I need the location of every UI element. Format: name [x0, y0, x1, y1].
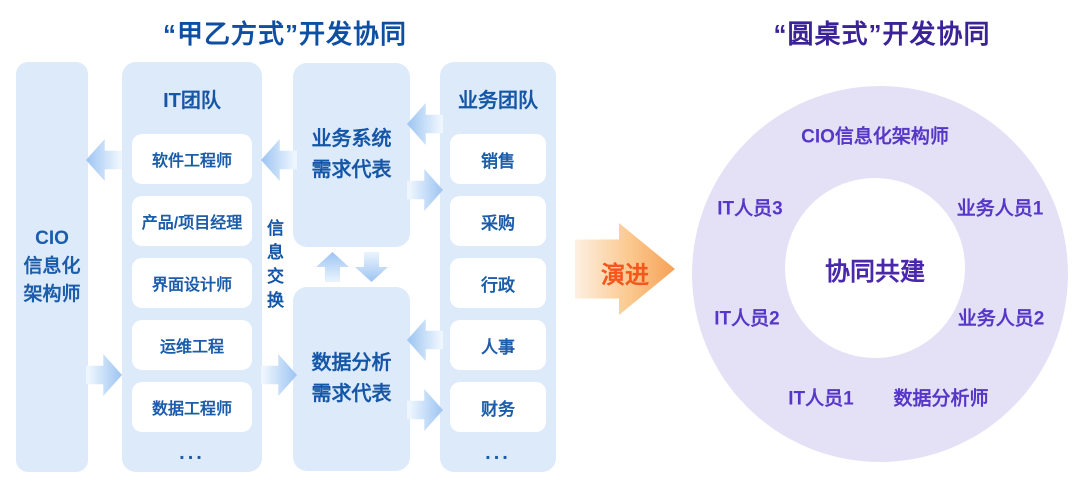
cio-line: CIO	[35, 228, 69, 249]
flow-arrow-left-icon	[407, 103, 443, 145]
it-team-ellipsis: ...	[179, 442, 205, 464]
role-label-data-analyst: 数据分析师	[893, 388, 989, 410]
rep-line: 需求代表	[311, 159, 392, 181]
left-diagram-title: “甲乙方式”开发协同	[162, 19, 408, 49]
role-label-biz-person-2: 业务人员2	[957, 308, 1045, 330]
business-team-ellipsis: ...	[485, 442, 511, 464]
role-label-it-person-1: IT人员1	[788, 388, 854, 410]
business-team-header: 业务团队	[458, 90, 538, 112]
it-member-box: 数据工程师	[132, 382, 252, 432]
business-member-box: 财务	[450, 382, 546, 432]
info-exchange-label: 信息交换	[264, 219, 283, 315]
business-team-column: 业务团队 销售 采购 行政 人事 财务 ...	[440, 62, 556, 472]
flow-arrow-left-icon	[407, 319, 443, 361]
round-table-center-label: 协同共建	[824, 258, 926, 286]
it-member-box: 产品/项目经理	[132, 196, 252, 246]
cio-line: 架构师	[23, 284, 81, 305]
cio-line: 信息化	[23, 256, 81, 277]
flow-arrow-right-icon	[86, 354, 122, 396]
role-label-cio-architect: CIO信息化架构师	[801, 126, 949, 148]
it-member-box: 界面设计师	[132, 258, 252, 308]
right-diagram-title: “圆桌式”开发协同	[773, 19, 991, 49]
rep-line: 业务系统	[311, 128, 392, 150]
business-member-box: 人事	[450, 320, 546, 370]
role-label-it-person-2: IT人员2	[714, 308, 780, 330]
business-member-box: 采购	[450, 196, 546, 246]
flow-arrow-up-icon	[316, 252, 349, 282]
flow-arrow-down-icon	[355, 252, 388, 282]
rep-line: 数据分析	[311, 352, 392, 374]
flow-arrow-right-icon	[407, 169, 443, 211]
role-label-biz-person-1: 业务人员1	[956, 198, 1044, 220]
data-analysis-rep-box: 数据分析 需求代表	[293, 287, 410, 471]
cio-column: CIO 信息化 架构师	[16, 62, 88, 472]
flow-arrow-right-icon	[261, 354, 297, 396]
evolution-label: 演进	[601, 262, 649, 289]
flow-arrow-left-icon	[261, 139, 297, 181]
round-table-center	[785, 178, 965, 358]
flow-arrow-left-icon	[86, 139, 122, 181]
it-member-box: 运维工程	[132, 320, 252, 370]
business-system-rep-box: 业务系统 需求代表	[293, 63, 410, 247]
it-member-box: 软件工程师	[132, 134, 252, 184]
it-team-header: IT团队	[163, 90, 221, 112]
cio-label: CIO 信息化 架构师	[23, 225, 80, 309]
it-team-column: IT团队 软件工程师 产品/项目经理 界面设计师 运维工程 数据工程师 ...	[122, 62, 262, 472]
flow-arrow-right-icon	[407, 389, 443, 431]
role-label-it-person-3: IT人员3	[717, 198, 783, 220]
business-member-box: 销售	[450, 134, 546, 184]
rep-line: 需求代表	[311, 383, 392, 405]
business-member-box: 行政	[450, 258, 546, 308]
